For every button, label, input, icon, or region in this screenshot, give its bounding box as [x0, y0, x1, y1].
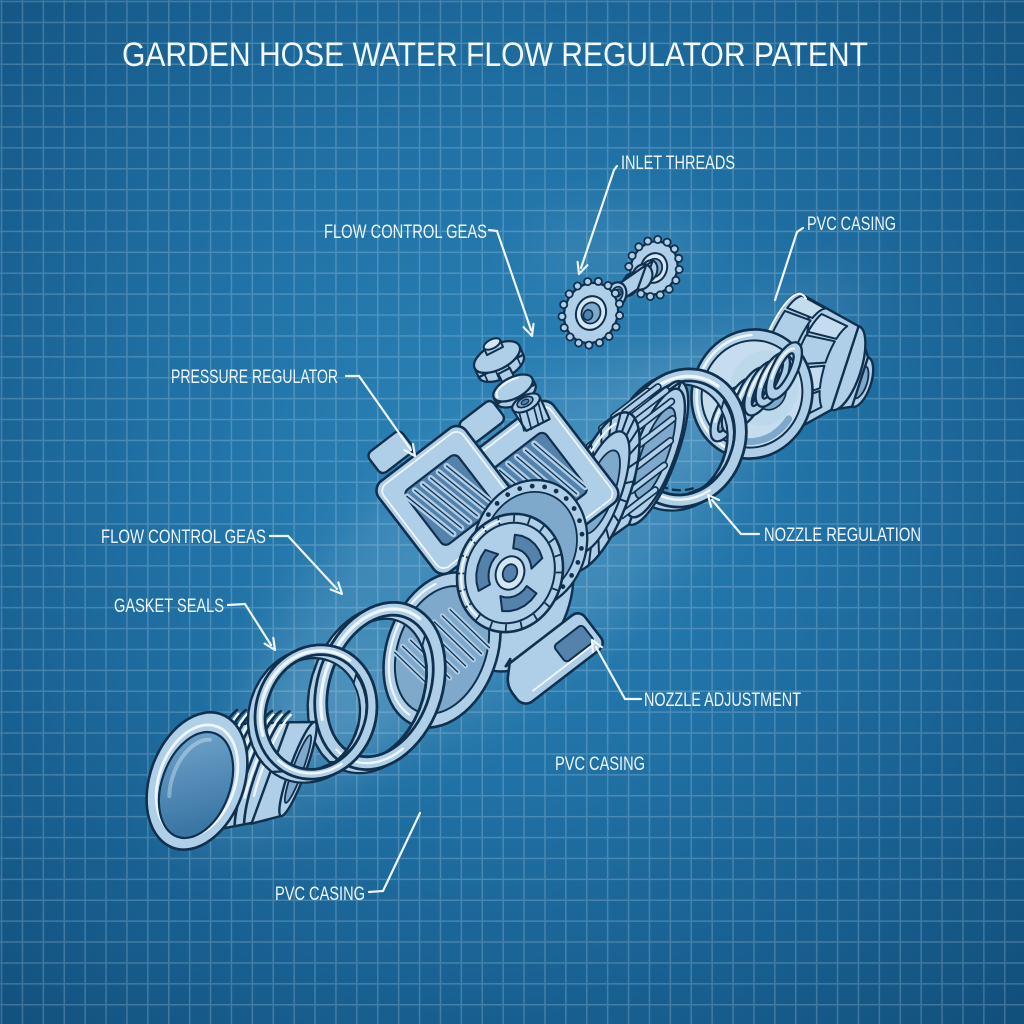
svg-text:PVC CASING: PVC CASING	[275, 884, 365, 905]
svg-text:GARDEN HOSE WATER FLOW REGULAT: GARDEN HOSE WATER FLOW REGULATOR PATENT	[122, 36, 868, 74]
svg-text:PRESSURE REGULATOR: PRESSURE REGULATOR	[171, 367, 338, 388]
svg-text:FLOW CONTROL GEAS: FLOW CONTROL GEAS	[101, 527, 266, 548]
svg-text:GASKET SEALS: GASKET SEALS	[114, 596, 224, 617]
svg-text:INLET THREADS: INLET THREADS	[621, 153, 735, 174]
svg-text:NOZZLE ADJUSTMENT: NOZZLE ADJUSTMENT	[644, 690, 801, 711]
svg-text:NOZZLE REGULATION: NOZZLE REGULATION	[764, 525, 921, 546]
svg-text:PVC CASING: PVC CASING	[807, 214, 896, 235]
svg-text:FLOW CONTROL GEAS: FLOW CONTROL GEAS	[324, 222, 487, 243]
svg-text:PVC CASING: PVC CASING	[555, 754, 645, 775]
